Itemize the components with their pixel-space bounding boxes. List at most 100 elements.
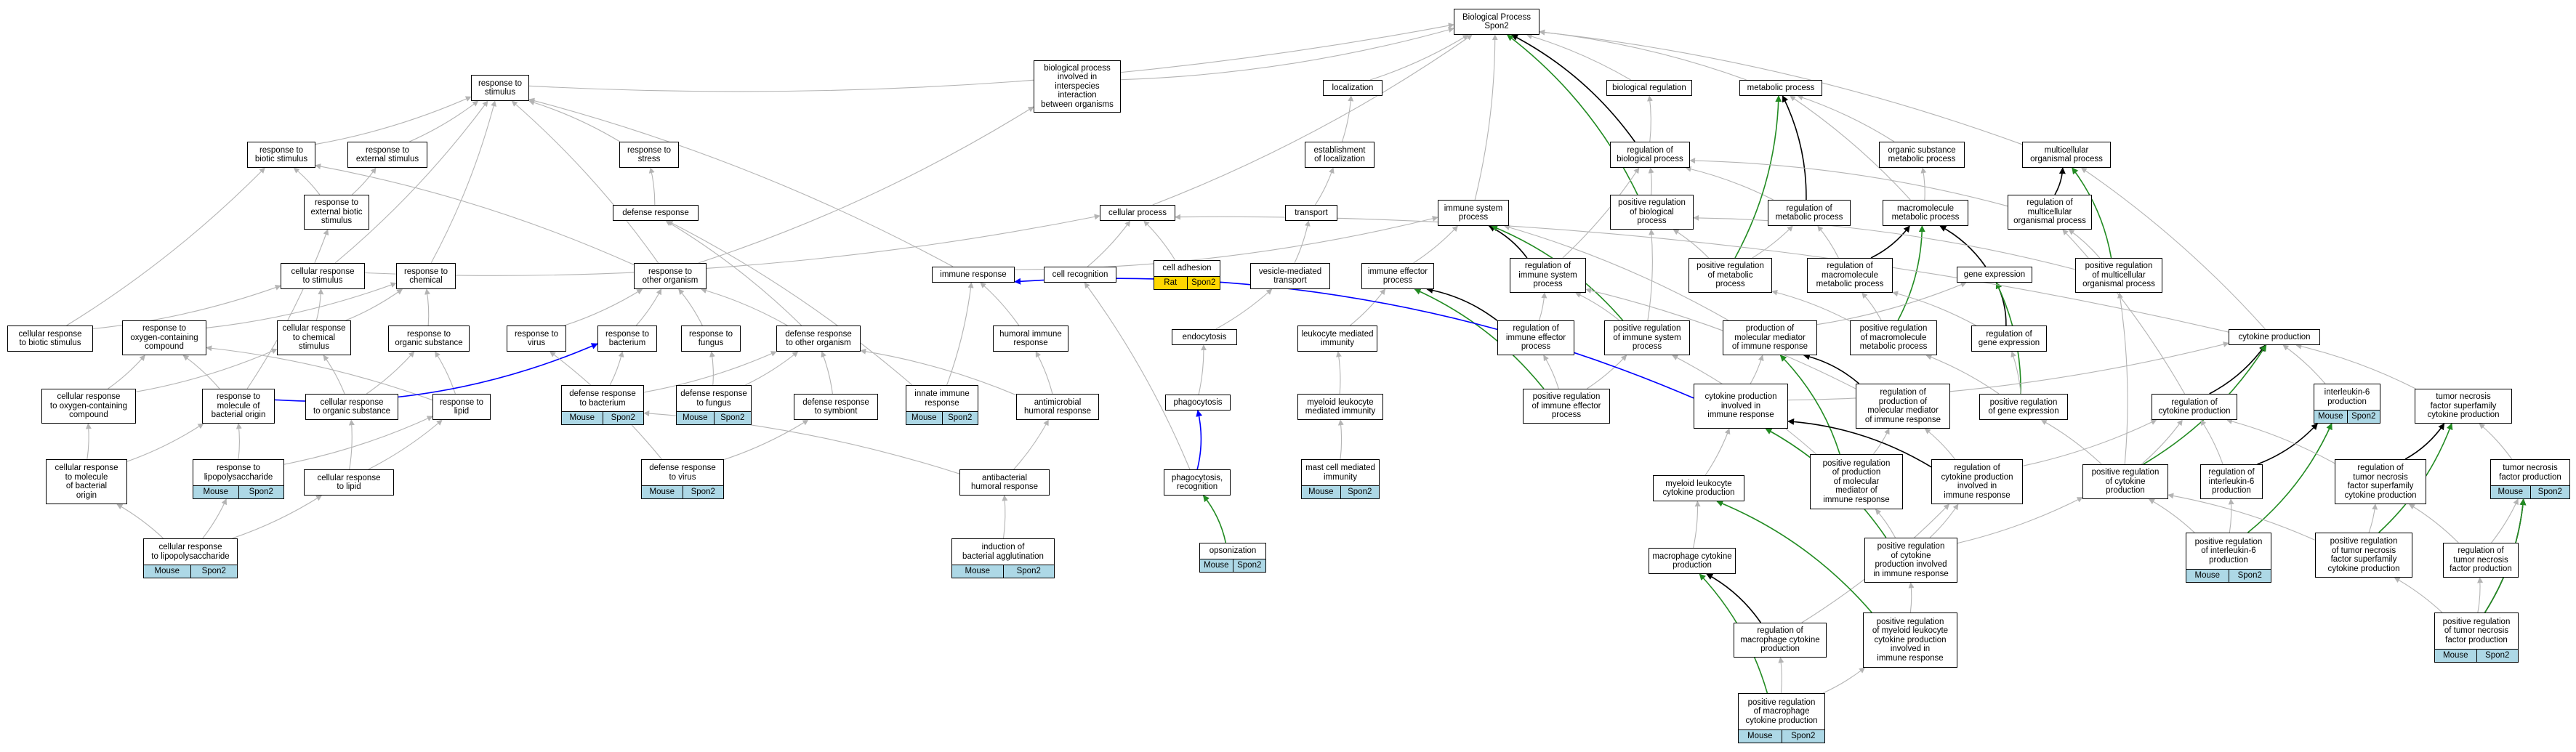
term-node-defother[interactable]: defense response to other organism (776, 326, 861, 352)
term-node-estloc[interactable]: establishment of localization (1305, 142, 1374, 168)
term-node-regmaccyto[interactable]: regulation of macrophage cytokine produc… (1734, 623, 1827, 658)
term-node-rother[interactable]: response to other organism (634, 263, 707, 289)
term-node-prodmolmed[interactable]: production of molecular mediator of immu… (1723, 320, 1817, 355)
term-node-immsys[interactable]: immune system process (1438, 200, 1509, 226)
term-node-cellroxy[interactable]: cellular response to oxygen-containing c… (41, 389, 136, 424)
term-node-rextbiotic[interactable]: response to external biotic stimulus (304, 195, 369, 230)
term-node-posregmetab[interactable]: positive regulation of metabolic process (1689, 258, 1772, 293)
term-node-rstim[interactable]: response to stimulus (471, 75, 529, 101)
term-node-phagorecog[interactable]: phagocytosis, recognition (1164, 469, 1231, 496)
term-node-posregmacro[interactable]: positive regulation of macromolecule met… (1850, 320, 1937, 355)
edge-rbiotic-to-rstim (315, 96, 472, 145)
term-node-posregmyel[interactable]: positive regulation of myeloid leukocyte… (1863, 612, 1957, 668)
term-node-reggeneexp[interactable]: regulation of gene expression (1971, 326, 2047, 352)
term-node-loc[interactable]: localization (1323, 80, 1382, 96)
term-node-posregcyto[interactable]: positive regulation of cytokine producti… (2082, 464, 2168, 499)
term-node-orgsub[interactable]: organic substance metabolic process (1879, 142, 1965, 168)
term-node-regcyto[interactable]: regulation of cytokine production (2152, 394, 2237, 420)
term-node-vesicle[interactable]: vesicle-mediated transport (1250, 263, 1330, 289)
term-node-rlipid[interactable]: response to lipid (432, 394, 491, 420)
term-node-posregimm[interactable]: positive regulation of immune system pro… (1604, 320, 1690, 355)
term-node-tnfsf[interactable]: tumor necrosis factor superfamily cytoki… (2415, 389, 2512, 424)
term-node-rvirus[interactable]: response to virus (507, 326, 566, 352)
term-node-posreggeneexp[interactable]: positive regulation of gene expression (1979, 394, 2068, 420)
term-node-antibact[interactable]: antibacterial humoral response (959, 469, 1050, 496)
term-node-myeloid[interactable]: myeloid leukocyte mediated immunity (1297, 394, 1383, 420)
term-node-posregtnfsf[interactable]: positive regulation of tumor necrosis fa… (2315, 533, 2412, 578)
term-node-posregil6[interactable]: positive regulation of interleukin-6 pro… (2186, 533, 2271, 583)
term-node-bpinter[interactable]: biological process involved in interspec… (1034, 60, 1121, 113)
term-node-phago[interactable]: phagocytosis (1165, 395, 1231, 411)
edge-posregmacro-to-posregmetab (1771, 289, 1851, 322)
term-node-cellproc[interactable]: cellular process (1100, 205, 1175, 221)
term-node-posregbp[interactable]: positive regulation of biological proces… (1610, 195, 1694, 230)
term-node-posregcytoimm[interactable]: positive regulation of cytokine producti… (1864, 538, 1957, 583)
term-node-rfungus[interactable]: response to fungus (681, 326, 741, 352)
term-node-cellrlipid[interactable]: cellular response to lipid (304, 469, 394, 496)
term-node-macromol[interactable]: macromolecule metabolic process (1883, 200, 1968, 226)
term-node-bioreg[interactable]: biological regulation (1606, 80, 1692, 96)
term-node-geneexp[interactable]: gene expression (1957, 267, 2032, 283)
term-node-regprodmol[interactable]: regulation of production of molecular me… (1856, 384, 1950, 429)
term-node-regmacro[interactable]: regulation of macromolecule metabolic pr… (1807, 258, 1893, 293)
term-node-bp[interactable]: Biological Process Spon2 (1454, 9, 1539, 35)
term-node-posregtnf[interactable]: positive regulation of tumor necrosis fa… (2434, 612, 2519, 663)
term-node-rbiotic[interactable]: response to biotic stimulus (247, 142, 315, 168)
term-node-cellrorg[interactable]: cellular response to organic substance (305, 394, 398, 420)
term-node-posregimmeff[interactable]: positive regulation of immune effector p… (1523, 389, 1610, 424)
term-node-metab[interactable]: metabolic process (1739, 80, 1822, 96)
term-node-rmolbact[interactable]: response to molecule of bacterial origin (202, 389, 275, 424)
term-node-regimmeff[interactable]: regulation of immune effector process (1497, 320, 1574, 355)
term-node-rorgsub[interactable]: response to organic substance (388, 326, 470, 352)
term-node-rchem[interactable]: response to chemical (396, 263, 456, 289)
term-node-immresp[interactable]: immune response (932, 267, 1015, 283)
term-node-regil6[interactable]: regulation of interleukin-6 production (2200, 464, 2263, 499)
term-node-posregmulti[interactable]: positive regulation of multicellular org… (2075, 258, 2162, 293)
term-node-regmetab[interactable]: regulation of metabolic process (1768, 200, 1851, 226)
term-node-regtnf[interactable]: regulation of tumor necrosis factor prod… (2443, 543, 2519, 578)
term-node-posregprodmol[interactable]: positive regulation of production of mol… (1810, 454, 1903, 509)
term-node-cytoinimm[interactable]: cytokine production involved in immune r… (1694, 384, 1788, 429)
term-node-leuk[interactable]: leukocyte mediated immunity (1297, 326, 1377, 352)
term-node-myelcyto[interactable]: myeloid leukocyte cytokine production (1653, 475, 1744, 501)
term-node-posregmac[interactable]: positive regulation of macrophage cytoki… (1738, 693, 1825, 743)
term-node-regimm[interactable]: regulation of immune system process (1510, 258, 1586, 293)
term-node-defsymb[interactable]: defense response to symbiont (794, 394, 878, 420)
gene-cell: Spon2 (682, 486, 724, 498)
term-node-antimicro[interactable]: antimicrobial humoral response (1016, 394, 1099, 420)
term-label: positive regulation of cytokine producti… (2091, 468, 2160, 496)
term-node-rstress[interactable]: response to stress (619, 142, 679, 168)
term-node-cellrecog[interactable]: cell recognition (1044, 267, 1116, 283)
term-node-cellrmolbact[interactable]: cellular response to molecule of bacteri… (46, 459, 127, 504)
term-node-rextstim[interactable]: response to external stimulus (347, 142, 427, 168)
term-node-cellrchem[interactable]: cellular response to chemical stimulus (277, 320, 351, 355)
term-node-rbact[interactable]: response to bacterium (597, 326, 657, 352)
term-node-regtnfsf[interactable]: regulation of tumor necrosis factor supe… (2335, 459, 2426, 504)
term-node-multi[interactable]: multicellular organismal process (2022, 142, 2111, 168)
term-node-cellrstim[interactable]: cellular response to stimulus (281, 263, 365, 289)
term-node-cytoprod[interactable]: cytokine production (2229, 329, 2320, 345)
term-node-maccyto[interactable]: macrophage cytokine production (1649, 548, 1736, 574)
term-node-transport[interactable]: transport (1285, 205, 1337, 221)
term-node-cellrbiotic[interactable]: cellular response to biotic stimulus (7, 326, 93, 352)
term-node-defresp[interactable]: defense response (613, 205, 699, 221)
term-node-endo[interactable]: endocytosis (1172, 329, 1237, 345)
term-node-humoral[interactable]: humoral immune response (993, 326, 1068, 352)
term-node-immeff[interactable]: immune effector process (1361, 263, 1434, 289)
term-node-regmulti[interactable]: regulation of multicellular organismal p… (2008, 195, 2092, 230)
term-node-regbp[interactable]: regulation of biological process (1610, 142, 1690, 168)
term-node-regcytoimm[interactable]: regulation of cytokine production involv… (1931, 459, 2023, 504)
term-node-roxy[interactable]: response to oxygen-containing compound (122, 320, 206, 355)
